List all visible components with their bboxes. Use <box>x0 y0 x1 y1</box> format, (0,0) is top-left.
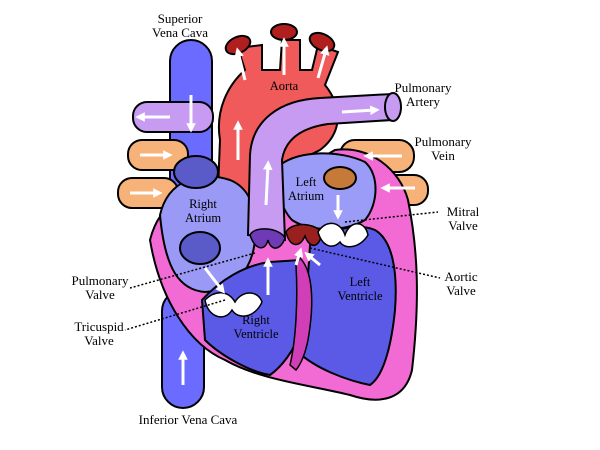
svc-opening <box>173 155 219 189</box>
arrow-lv-up-2 <box>304 251 321 267</box>
label-pulmonary-artery: Pulmonary Artery <box>394 80 452 109</box>
arrow-aorta-right <box>316 45 330 79</box>
label-left-atrium: Left Atrium <box>287 175 325 203</box>
aorta-branch-cap-middle <box>270 23 298 41</box>
label-tricuspid-valve: Tricuspid Valve <box>74 319 124 348</box>
label-superior-vena-cava: Superior Vena Cava <box>152 11 208 40</box>
leader-pulmonary-valve <box>129 252 256 289</box>
pulmonary-vein-opening <box>323 166 357 190</box>
leader-mitral <box>344 211 439 223</box>
ivc-opening <box>179 231 221 265</box>
arrow-pulm-artery-right <box>341 105 380 116</box>
label-aortic-valve: Aortic Valve <box>444 269 478 298</box>
mitral-valve <box>317 222 369 248</box>
arrow-lv-up-1 <box>294 247 304 266</box>
arrow-pulm-trunk-up <box>262 160 273 206</box>
flow-arrows <box>130 37 415 385</box>
arrow-ra-down <box>203 267 225 294</box>
label-right-ventricle: Right Ventricle <box>233 313 279 341</box>
label-mitral-valve: Mitral Valve <box>446 204 480 233</box>
label-aorta: Aorta <box>269 79 299 93</box>
tricuspid-valve <box>204 292 263 318</box>
left-ventricle <box>296 225 397 387</box>
label-left-ventricle: Left Ventricle <box>337 275 383 303</box>
label-right-atrium: Right Atrium <box>184 197 222 225</box>
leader-tricuspid <box>124 299 226 331</box>
pulmonary-valve <box>249 228 286 249</box>
label-inferior-vena-cava: Inferior Vena Cava <box>138 412 238 427</box>
leader-lines <box>124 211 441 331</box>
aortic-valve <box>285 223 323 246</box>
pulmonary-artery-end-cap <box>384 92 402 122</box>
label-pulmonary-vein: Pulmonary Vein <box>414 134 472 163</box>
septum <box>289 256 313 372</box>
label-pulmonary-valve: Pulmonary Valve <box>71 273 129 302</box>
arrow-aorta-left <box>234 47 247 81</box>
